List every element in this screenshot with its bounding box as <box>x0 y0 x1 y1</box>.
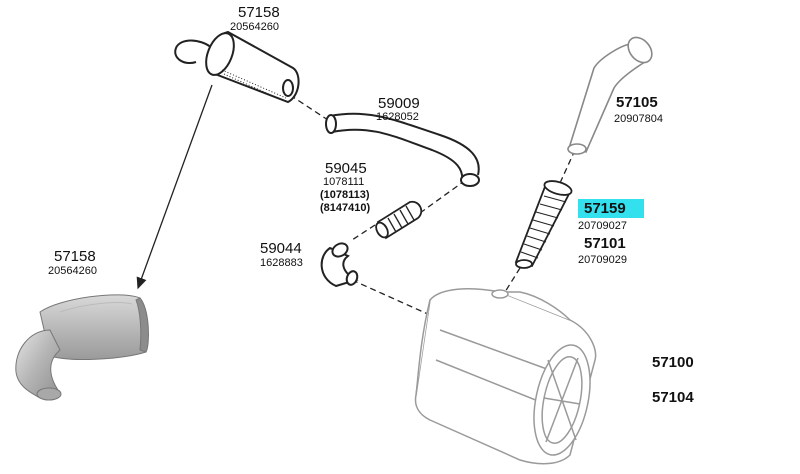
part-57159-flex-hose[interactable] <box>514 178 573 269</box>
dash-line-silencer-pipe <box>289 94 329 121</box>
label-1628883: 1628883 <box>260 257 303 269</box>
reference-arrow <box>136 84 213 290</box>
part-57158-silencer-drawing[interactable] <box>174 29 300 104</box>
part-59045-hose[interactable] <box>374 200 423 240</box>
label-20564260-top: 20564260 <box>230 21 279 33</box>
part-57100-muffler-box[interactable] <box>414 287 600 465</box>
label-1628052: 1628052 <box>376 111 419 123</box>
label-57100: 57100 <box>652 354 694 371</box>
label-8147410: (8147410) <box>320 202 371 214</box>
part-59044-elbow[interactable] <box>320 241 359 288</box>
label-59009: 59009 <box>378 95 420 112</box>
label-20564260-left: 20564260 <box>48 265 97 277</box>
label-57158-top: 57158 <box>238 4 280 21</box>
label-20709027: 20709027 <box>578 220 627 232</box>
part-57105-pipe[interactable] <box>567 33 657 155</box>
label-1078111: 1078111 <box>323 176 365 188</box>
dash-line-hose-elbow <box>351 224 376 241</box>
dash-line-tube-flex <box>559 149 576 184</box>
part-57158-silencer-rendered[interactable] <box>15 294 149 401</box>
label-57158-left: 57158 <box>54 248 96 265</box>
label-57101: 57101 <box>584 235 626 252</box>
label-59044: 59044 <box>260 240 302 257</box>
label-57105: 57105 <box>616 94 658 111</box>
part-59009-bent-pipe[interactable] <box>325 112 480 187</box>
label-57159-highlighted: 57159 <box>578 199 644 218</box>
dash-line-hose-pipe <box>419 181 464 214</box>
dash-line-elbow-box <box>351 279 431 316</box>
label-20709029: 20709029 <box>578 254 627 266</box>
label-20907804: 20907804 <box>614 113 663 125</box>
label-1078113: (1078113) <box>320 189 370 201</box>
label-59045: 59045 <box>325 160 367 177</box>
label-57104: 57104 <box>652 389 694 406</box>
